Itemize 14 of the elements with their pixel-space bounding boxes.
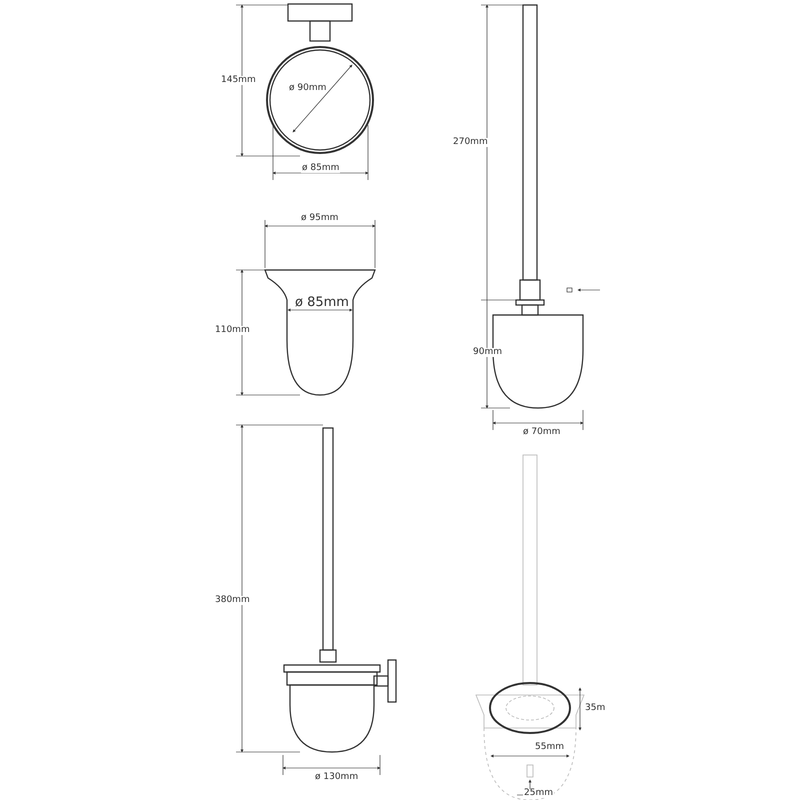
dimension-label: 380mm [214,596,251,605]
dimension-label: 55mm [534,743,565,752]
dimension-label: 90mm [472,348,503,357]
dimension-label: ø 95mm [300,214,340,223]
dimension-label: 25mm [523,789,554,798]
dimension-label: ø 70mm [522,428,562,437]
dimension-label: ø 130mm [314,773,360,782]
dimension-label: ø 90mm [288,84,328,93]
dimension-label: ø 85mm [301,164,340,173]
dimension-label: 110mm [214,326,251,335]
dimension-label: 270mm [452,138,489,147]
dimension-label: 35m [584,704,606,713]
dimension-label: 145mm [220,76,257,85]
dimension-label: ø 85mm [294,296,350,309]
